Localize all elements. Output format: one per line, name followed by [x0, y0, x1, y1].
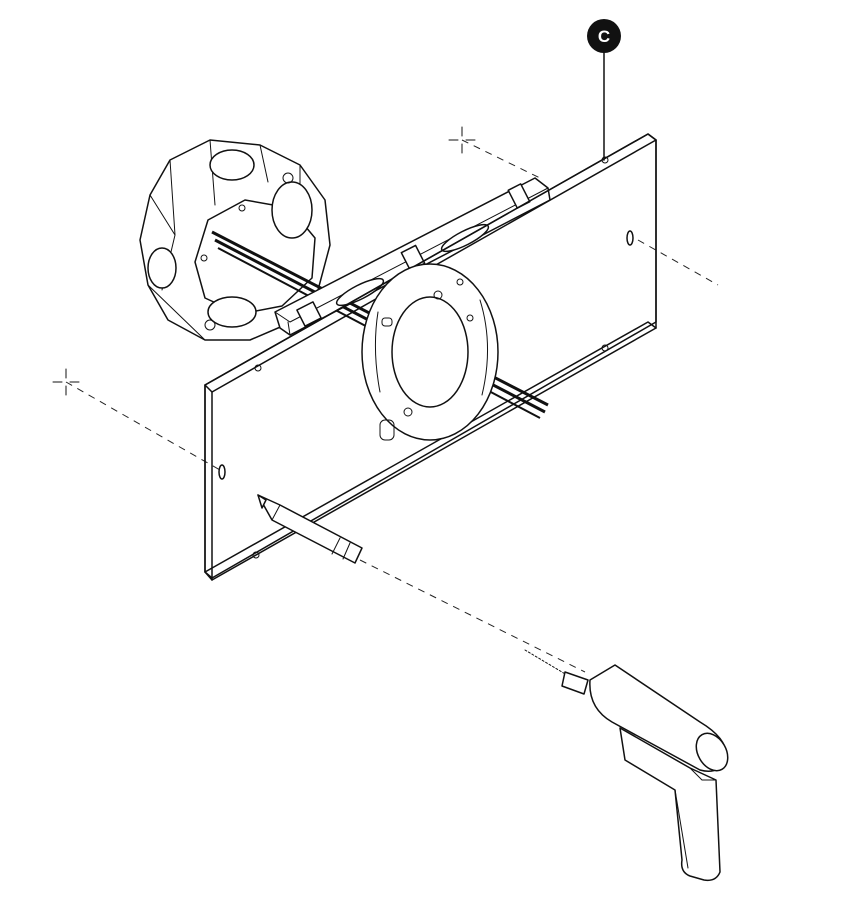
drill — [524, 649, 729, 882]
crosshair-mark-left — [52, 368, 80, 396]
callout-badge — [587, 19, 621, 53]
crosshair-mark-top — [448, 126, 476, 154]
pencil — [257, 494, 363, 564]
alignment-lines — [65, 139, 719, 673]
octagon-junction-box — [139, 139, 331, 341]
mounting-bracket — [204, 133, 657, 581]
callout-c: C — [587, 19, 621, 161]
callout-letter: C — [598, 27, 610, 46]
